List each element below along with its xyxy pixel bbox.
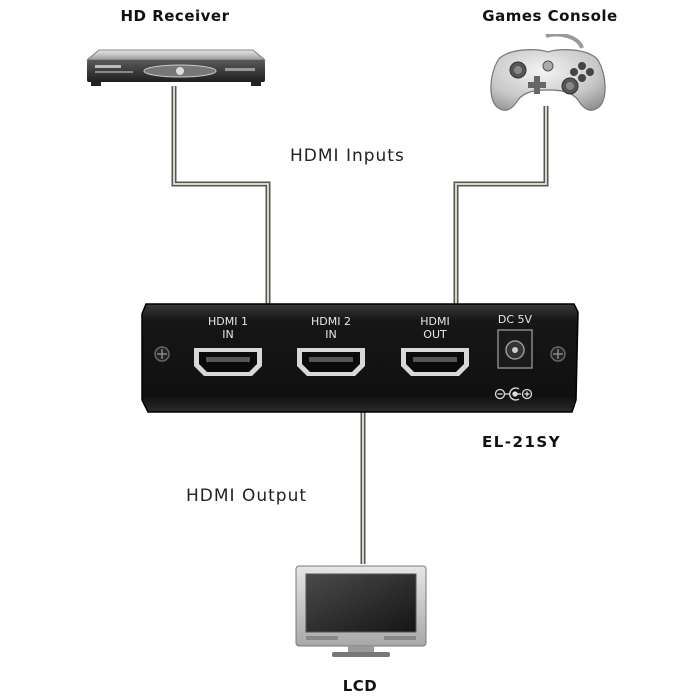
port1-label-line2: IN	[222, 328, 233, 341]
port3-label-line1: HDMI	[420, 315, 449, 328]
model-label: EL-21SY	[482, 433, 562, 451]
port3-label-line2: OUT	[423, 328, 447, 341]
screw-icon	[550, 346, 566, 362]
switch-front-panel: HDMI 1 IN HDMI 2 IN HDMI OUT DC 5V	[141, 303, 579, 413]
cable-console-to-input2	[453, 106, 549, 306]
games-console-label: Games Console	[482, 7, 618, 25]
power-label: DC 5V	[498, 313, 533, 326]
polarity-icon	[494, 387, 533, 401]
lcd-label: LCD	[342, 677, 378, 695]
screw-icon	[154, 346, 170, 362]
game-controller-icon	[490, 34, 606, 111]
hdmi-in-1-port	[194, 348, 262, 376]
hdmi-out-port	[401, 348, 469, 376]
hd-receiver-label: HD Receiver	[120, 7, 230, 25]
cable-receiver-to-input1	[171, 86, 271, 306]
hdmi-in-2-port	[297, 348, 365, 376]
hdmi-inputs-label: HDMI Inputs	[290, 146, 405, 166]
hdmi-output-label: HDMI Output	[186, 486, 308, 506]
dc-power-jack	[497, 329, 533, 369]
lcd-tv-icon	[295, 565, 427, 657]
port1-label-line1: HDMI 1	[208, 315, 248, 328]
port2-label-line2: IN	[325, 328, 336, 341]
port2-label-line1: HDMI 2	[311, 315, 351, 328]
set-top-box-icon	[85, 49, 267, 86]
